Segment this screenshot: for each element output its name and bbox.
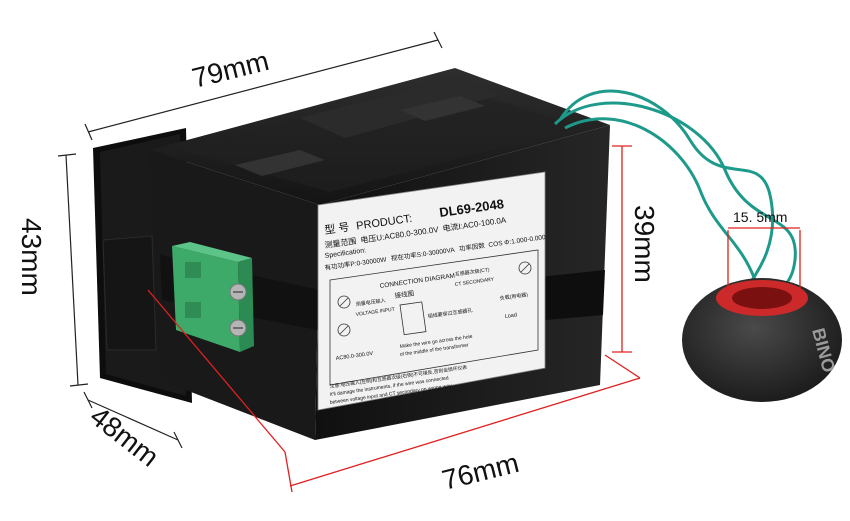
label-spec-cn: 测量范围 [324,236,357,250]
ct-diagram-icon [399,301,427,336]
dimension-lines-black [57,31,443,449]
ct-wires [553,89,797,294]
voltage-screw-icon [337,323,351,337]
spec-label: 型 号 PRODUCT: DL69-2048 测量范围 电压U:AC80.0-3… [317,171,546,411]
load-label: Load [504,312,517,320]
dimension-depth: 48mm [84,400,164,472]
dimension-height-left: 43mm [16,218,47,296]
voltage-input-label: VOLTAGE INPUT [355,307,395,318]
ct-screw-icon [518,261,532,275]
green-terminal-block [172,242,254,352]
current-transformer-ring: BINO [682,278,842,402]
load-cn: 负载(用电器) [499,291,528,302]
dimension-ct-diameter: 15. 5mm [733,209,787,225]
voltage-input-cn: 测量电压输入 [355,297,386,308]
dimension-length-bottom: 76mm [439,447,522,496]
voltage-screw-icon [337,295,351,309]
ct-secondary-cn: 互感器次级(CT) [454,266,490,278]
ct-secondary-label: CT SECONDARY [454,276,495,288]
label-product-cn: 型 号 [323,220,350,237]
ac-range: AC80.0-300.0V [335,351,373,362]
dimension-height-right: 39mm [629,205,660,283]
dimension-lines-red [147,145,801,493]
diagram-title-cn: 接线图 [394,288,415,300]
